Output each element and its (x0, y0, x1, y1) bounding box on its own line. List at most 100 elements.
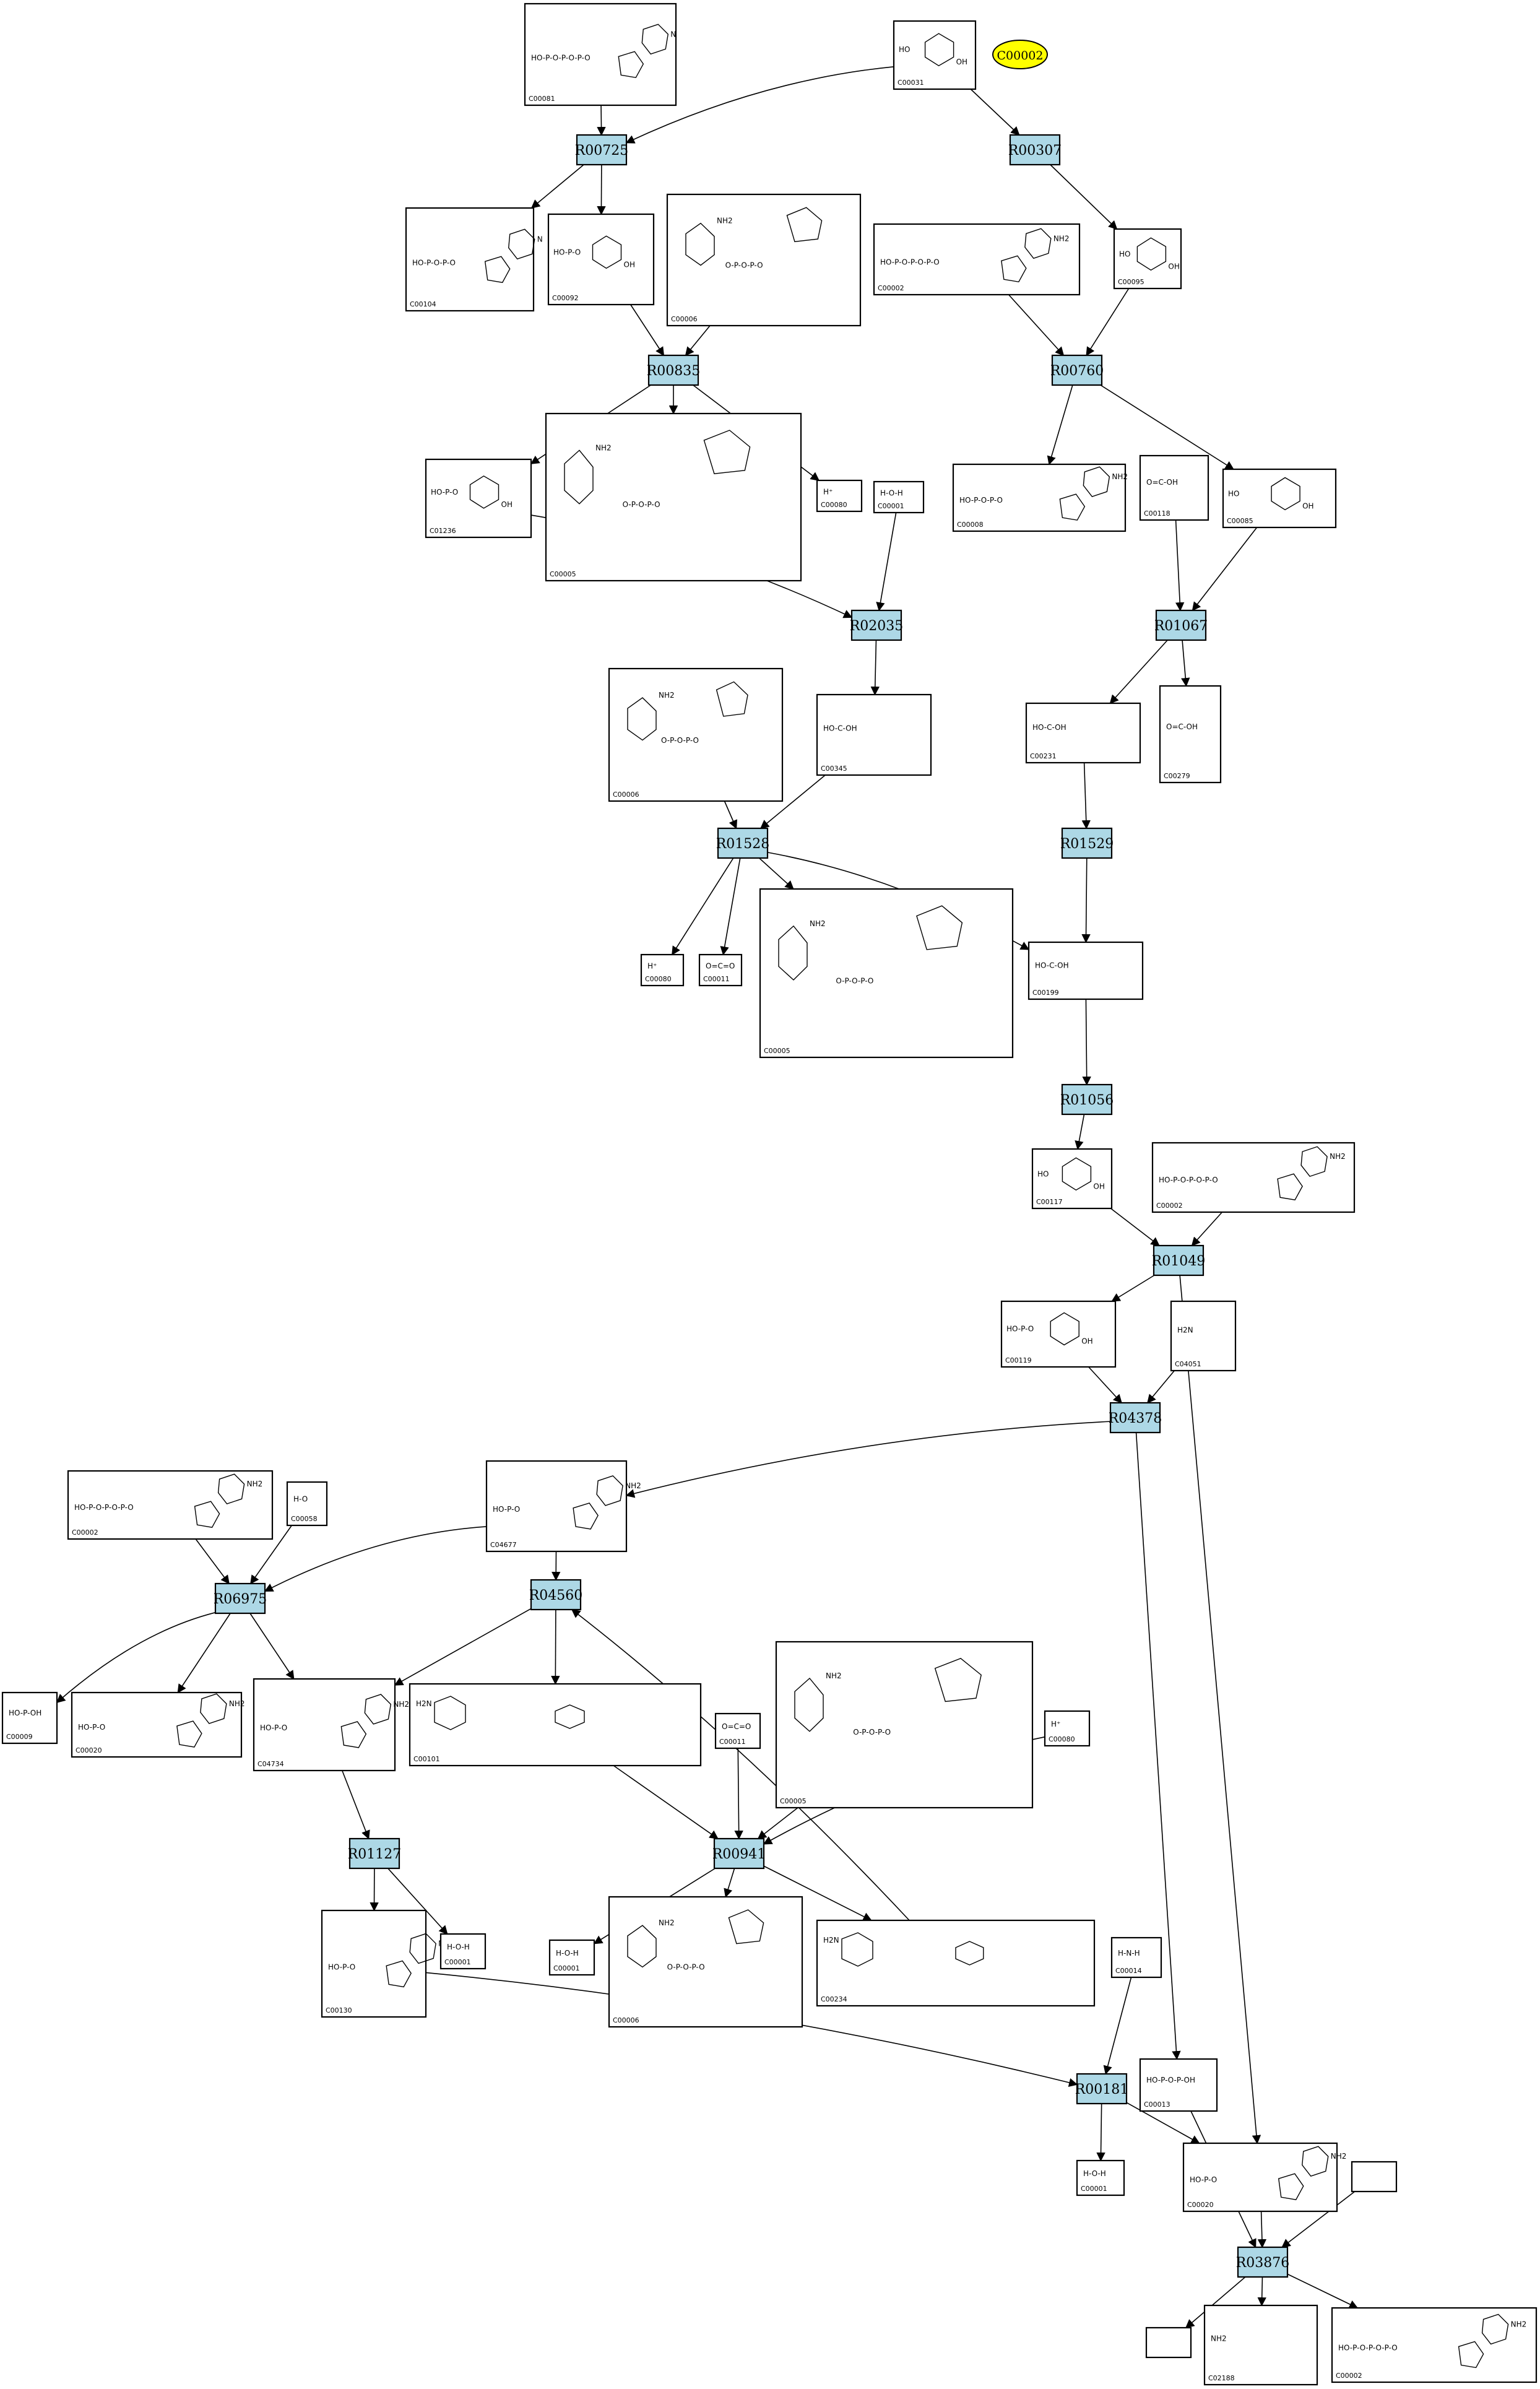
compound-box[interactable] (67, 1470, 274, 1540)
compound-box[interactable] (608, 667, 784, 802)
compound-node[interactable]: H⁺C00080 (816, 479, 863, 513)
reaction-node[interactable]: R00181 (1075, 2073, 1129, 2105)
reaction-node[interactable]: R00307 (1008, 134, 1062, 166)
reaction-node[interactable]: R00835 (647, 354, 701, 386)
reaction-node[interactable]: R01056 (1060, 1083, 1114, 1116)
compound-node[interactable] (1145, 2326, 1192, 2359)
reaction-box[interactable] (1109, 1402, 1161, 1434)
reaction-box[interactable] (1061, 1083, 1113, 1116)
compound-box[interactable] (666, 193, 862, 327)
compound-box[interactable] (816, 693, 932, 776)
compound-box[interactable] (547, 213, 655, 306)
compound-node[interactable]: H⁺C00080 (640, 953, 685, 987)
reaction-node[interactable]: R04560 (529, 1579, 583, 1611)
compound-box[interactable] (1139, 2058, 1218, 2112)
compound-box[interactable] (952, 463, 1127, 532)
compound-box[interactable] (698, 953, 743, 987)
reaction-box[interactable] (1155, 609, 1207, 641)
reaction-node[interactable]: R01049 (1152, 1244, 1206, 1277)
compound-box[interactable] (439, 1933, 487, 1970)
reaction-box[interactable] (348, 1837, 400, 1870)
compound-node[interactable]: HO-P-ONC00130 (321, 1909, 444, 2018)
reaction-box[interactable] (1061, 827, 1113, 859)
compound-box[interactable] (1139, 454, 1209, 521)
compound-box[interactable] (1027, 941, 1144, 1000)
reaction-node[interactable]: R01127 (348, 1837, 402, 1870)
reaction-node[interactable]: R00760 (1050, 354, 1104, 386)
reaction-node[interactable]: R06975 (214, 1582, 267, 1615)
compound-box[interactable] (816, 479, 863, 513)
compound-box[interactable] (1044, 1710, 1091, 1747)
compound-box[interactable] (1113, 228, 1182, 290)
reaction-box[interactable] (1153, 1244, 1205, 1277)
compound-box[interactable] (608, 1896, 803, 2028)
compound-box[interactable] (1170, 1300, 1237, 1372)
reaction-node[interactable]: R01067 (1154, 609, 1208, 641)
reaction-box[interactable] (1237, 2246, 1289, 2278)
highlight-ellipse[interactable] (992, 40, 1048, 69)
compound-box[interactable] (1110, 1936, 1162, 1979)
reaction-box[interactable] (1051, 354, 1103, 386)
reaction-box[interactable] (1076, 2073, 1128, 2105)
reaction-box[interactable] (214, 1582, 266, 1615)
reaction-box[interactable] (850, 609, 902, 641)
compound-box[interactable] (1, 1691, 58, 1745)
compound-box[interactable] (548, 1939, 595, 1976)
compound-box[interactable] (1203, 2304, 1318, 2386)
compound-node[interactable]: H⁺C00080 (1044, 1710, 1091, 1747)
compound-box[interactable] (405, 207, 535, 312)
compound-box[interactable] (71, 1691, 243, 1758)
compound-node[interactable] (1351, 2161, 1398, 2193)
compound-box[interactable] (1182, 2142, 1338, 2213)
compound-box[interactable] (1000, 1300, 1117, 1368)
compound-box[interactable] (873, 480, 925, 514)
reaction-box[interactable] (576, 134, 628, 166)
compound-box[interactable] (1025, 702, 1141, 764)
reaction-box[interactable] (530, 1579, 582, 1611)
reaction-node[interactable]: R02035 (850, 609, 904, 641)
compound-box[interactable] (545, 412, 802, 582)
compound-box[interactable] (409, 1683, 702, 1767)
highlight-node[interactable]: C00002 (992, 40, 1048, 69)
compound-box[interactable] (1222, 468, 1337, 529)
compound-box[interactable] (1076, 2159, 1125, 2196)
compound-box[interactable] (893, 20, 977, 90)
compound-box[interactable] (1331, 2307, 1538, 2383)
